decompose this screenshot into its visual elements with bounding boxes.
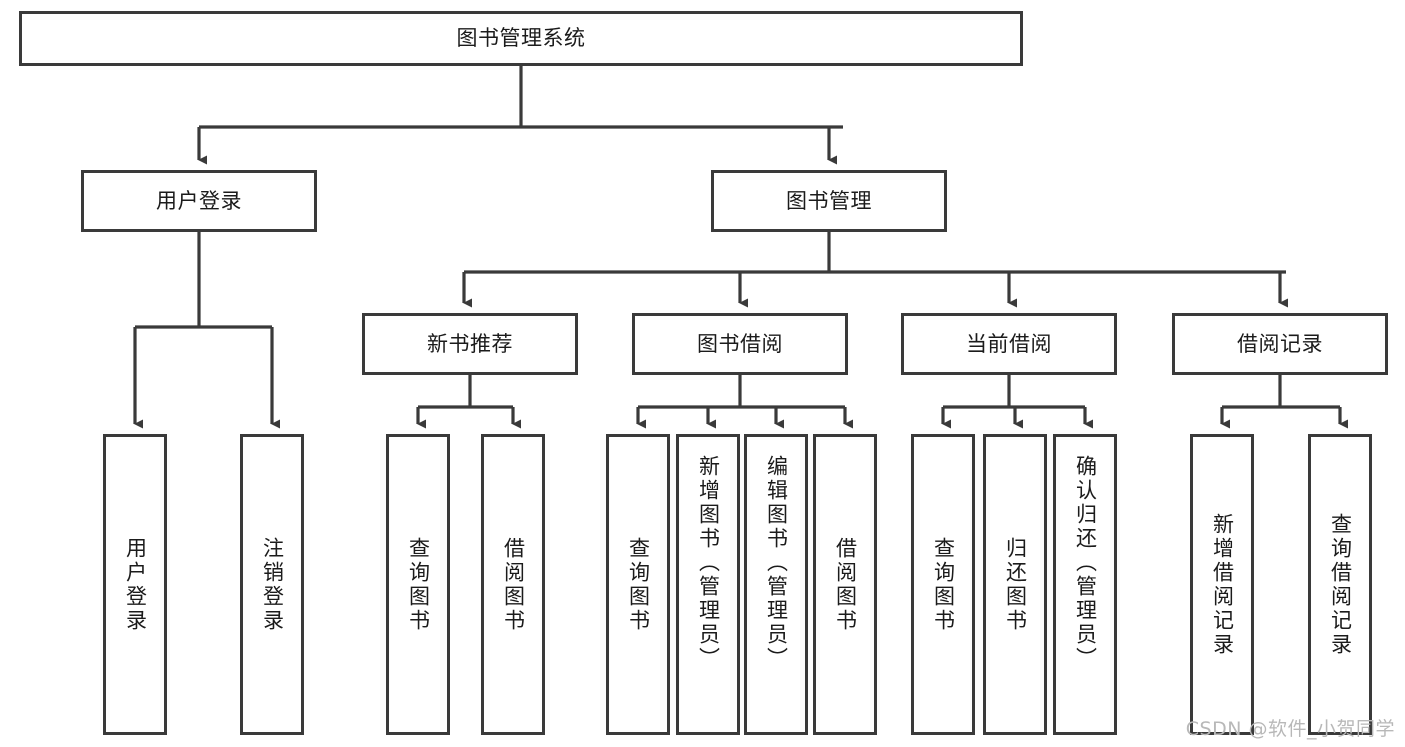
node-leaf-confirm-return[interactable]: 确认归还（管理员） <box>1053 434 1117 735</box>
node-leaf-user-logout[interactable]: 注销登录 <box>240 434 304 735</box>
node-current-borrow-label: 当前借阅 <box>966 331 1052 356</box>
node-leaf-query-record-label: 查询借阅记录 <box>1328 512 1353 657</box>
node-leaf-query-record[interactable]: 查询借阅记录 <box>1308 434 1372 735</box>
node-leaf-query-book-1-label: 查询图书 <box>406 536 431 633</box>
node-leaf-return-book[interactable]: 归还图书 <box>983 434 1047 735</box>
node-current-borrow[interactable]: 当前借阅 <box>901 313 1117 375</box>
node-leaf-borrow-book-2[interactable]: 借阅图书 <box>813 434 877 735</box>
node-leaf-borrow-book-2-label: 借阅图书 <box>833 536 858 633</box>
node-leaf-user-logout-label: 注销登录 <box>260 536 285 633</box>
node-leaf-add-book-label: 新增图书（管理员） <box>696 455 721 671</box>
node-leaf-user-login-label: 用户登录 <box>123 536 148 633</box>
node-leaf-query-book-3[interactable]: 查询图书 <box>911 434 975 735</box>
node-leaf-borrow-book-1-label: 借阅图书 <box>501 536 526 633</box>
node-new-book-recommend[interactable]: 新书推荐 <box>362 313 578 375</box>
node-book-manage-label: 图书管理 <box>786 188 872 213</box>
node-leaf-user-login[interactable]: 用户登录 <box>103 434 167 735</box>
node-root-label: 图书管理系统 <box>456 26 586 51</box>
node-leaf-query-book-2-label: 查询图书 <box>626 536 651 633</box>
node-leaf-borrow-book-1[interactable]: 借阅图书 <box>481 434 545 735</box>
node-user-login-label: 用户登录 <box>156 188 242 213</box>
node-borrow-record-label: 借阅记录 <box>1237 331 1323 356</box>
watermark-text: CSDN @软件_小贺同学 <box>1185 718 1395 740</box>
node-leaf-query-book-2[interactable]: 查询图书 <box>606 434 670 735</box>
node-borrow-record[interactable]: 借阅记录 <box>1172 313 1388 375</box>
node-new-book-recommend-label: 新书推荐 <box>427 331 513 356</box>
node-leaf-add-record[interactable]: 新增借阅记录 <box>1190 434 1254 735</box>
node-book-manage[interactable]: 图书管理 <box>711 170 947 232</box>
node-leaf-add-book[interactable]: 新增图书（管理员） <box>676 434 740 735</box>
node-leaf-edit-book-label: 编辑图书（管理员） <box>764 455 789 671</box>
node-leaf-query-book-3-label: 查询图书 <box>931 536 956 633</box>
node-book-borrow[interactable]: 图书借阅 <box>632 313 848 375</box>
node-root[interactable]: 图书管理系统 <box>19 11 1023 66</box>
node-book-borrow-label: 图书借阅 <box>697 331 783 356</box>
node-leaf-add-record-label: 新增借阅记录 <box>1210 512 1235 657</box>
node-leaf-query-book-1[interactable]: 查询图书 <box>386 434 450 735</box>
node-leaf-return-book-label: 归还图书 <box>1003 536 1028 633</box>
node-leaf-confirm-return-label: 确认归还（管理员） <box>1073 455 1098 671</box>
node-leaf-edit-book[interactable]: 编辑图书（管理员） <box>744 434 808 735</box>
node-user-login[interactable]: 用户登录 <box>81 170 317 232</box>
